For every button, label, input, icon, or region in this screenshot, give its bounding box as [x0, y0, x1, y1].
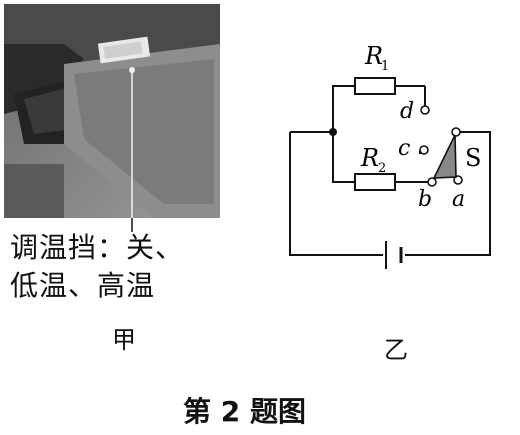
callout-line: [131, 218, 133, 232]
sub-label-right: 乙: [384, 336, 408, 364]
circuit-diagram: R 1 R 2 d c b a S: [289, 42, 491, 269]
label-contact-a: a: [452, 187, 465, 212]
wire-r1-left: [332, 85, 355, 132]
label-contact-d: d: [400, 99, 414, 124]
contact-a-dot: [453, 175, 463, 185]
label-r1-letter: R: [364, 42, 383, 70]
resistor-r1: [354, 77, 396, 95]
figure-title: 第 2 题图: [183, 395, 306, 428]
wire-r2-left: [332, 132, 355, 183]
label-contact-c: c: [398, 136, 410, 161]
label-r2-sub: 2: [378, 161, 386, 176]
junction-dot: [329, 128, 337, 136]
wire-left-outer: [289, 132, 383, 256]
photo-heated-pad: [4, 4, 220, 218]
resistor-r2: [354, 173, 396, 191]
switch-s: [432, 134, 457, 179]
label-r1-sub: 1: [381, 59, 389, 74]
label-contact-b: b: [418, 187, 432, 212]
callout-line-2: 低温、高温: [10, 269, 156, 302]
sub-label-left: 甲: [112, 326, 136, 354]
label-switch-s: S: [465, 144, 481, 172]
contact-c-dot: [419, 145, 429, 155]
callout-line-1: 调温挡：关、: [10, 231, 185, 264]
contact-pivot-dot: [451, 127, 461, 137]
wire-right-outer: [405, 131, 491, 256]
contact-b-dot: [427, 177, 437, 187]
label-r2-letter: R: [360, 144, 379, 172]
contact-d-dot: [420, 105, 430, 115]
